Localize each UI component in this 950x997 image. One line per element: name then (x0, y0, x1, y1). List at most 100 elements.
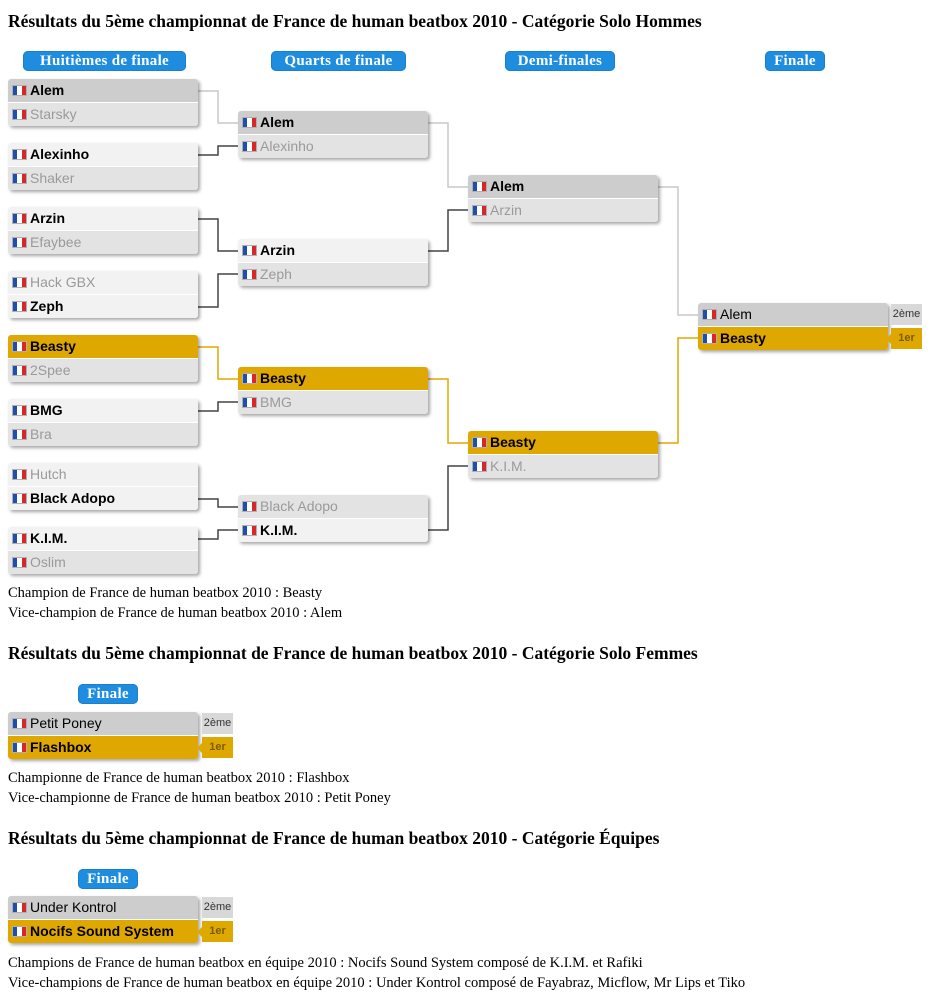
player-slot[interactable]: Alem (8, 79, 198, 103)
connector-r16-2 (198, 145, 238, 156)
france-flag-icon (12, 85, 27, 96)
player-slot[interactable]: Zeph (238, 263, 428, 286)
round-label-sf: Demi-finales (505, 51, 615, 71)
france-flag-icon (242, 501, 257, 512)
match-final-men: Alem Beasty (698, 303, 888, 350)
match-r16-4: Hack GBX Zeph (8, 271, 198, 318)
player-slot[interactable]: Alexinho (238, 135, 428, 158)
teams-vice-champion-text: Vice-champions de France de human beatbo… (8, 975, 746, 991)
player-name: K.I.M. (260, 522, 298, 538)
player-slot[interactable]: Alexinho (8, 143, 198, 167)
player-slot[interactable]: K.I.M. (8, 527, 198, 551)
match-r16-1: Alem Starsky (8, 79, 198, 126)
player-slot[interactable]: Black Adopo (238, 495, 428, 519)
round-label-r16: Huitièmes de finale (23, 51, 186, 71)
match-qf-4: Black Adopo K.I.M. (238, 495, 428, 542)
player-slot[interactable]: Hack GBX (8, 271, 198, 295)
player-name: K.I.M. (490, 458, 527, 474)
player-name: Zeph (260, 266, 292, 282)
france-flag-icon (12, 109, 27, 120)
round-label-women-final: Finale (78, 684, 138, 704)
connector-qf-2 (428, 209, 468, 252)
connector-qf-1 (428, 122, 468, 188)
player-name: Starsky (30, 106, 77, 122)
player-name: Alem (260, 114, 295, 130)
connector-qf-3 (428, 378, 468, 444)
france-flag-icon (12, 405, 27, 416)
connector-sf-2 (658, 337, 698, 444)
france-flag-icon (472, 437, 487, 448)
player-slot[interactable]: Alem (468, 175, 658, 199)
player-name: Alem (720, 306, 752, 322)
second-place-badge: 2ème (891, 304, 922, 325)
player-name: Alem (490, 178, 525, 194)
player-name: Black Adopo (260, 498, 338, 514)
player-name: BMG (30, 402, 63, 418)
player-slot[interactable]: Hutch (8, 463, 198, 487)
player-slot[interactable]: Beasty (8, 335, 198, 359)
player-name: Petit Poney (30, 715, 102, 731)
men-champion-text: Champion de France de human beatbox 2010… (8, 585, 323, 601)
connector-r16-4 (198, 273, 238, 308)
player-name: Arzin (490, 202, 522, 218)
player-name: Alexinho (260, 138, 314, 154)
player-slot[interactable]: Beasty (468, 431, 658, 455)
player-slot[interactable]: Black Adopo (8, 487, 198, 510)
second-place-badge: 2ème (202, 897, 233, 918)
france-flag-icon (242, 245, 257, 256)
team-slot[interactable]: Under Kontrol (8, 896, 198, 920)
player-slot[interactable]: Beasty (698, 327, 888, 350)
player-slot[interactable]: BMG (8, 399, 198, 423)
player-name: Oslim (30, 554, 66, 570)
player-slot[interactable]: Petit Poney (8, 712, 198, 736)
connector-r16-1 (198, 90, 238, 124)
player-slot[interactable]: Arzin (238, 239, 428, 263)
france-flag-icon (12, 341, 27, 352)
player-slot[interactable]: BMG (238, 391, 428, 414)
player-slot[interactable]: Shaker (8, 167, 198, 190)
match-r16-6: BMG Bra (8, 399, 198, 446)
connector-r16-3 (198, 218, 238, 252)
player-name: Beasty (30, 338, 76, 354)
france-flag-icon (12, 173, 27, 184)
player-slot[interactable]: Arzin (468, 199, 658, 222)
second-place-badge: 2ème (202, 713, 233, 734)
first-place-badge: 1er (197, 921, 233, 942)
france-flag-icon (472, 205, 487, 216)
player-slot[interactable]: Bra (8, 423, 198, 446)
player-slot[interactable]: Oslim (8, 551, 198, 574)
player-slot[interactable]: 2Spee (8, 359, 198, 382)
france-flag-icon (12, 469, 27, 480)
match-qf-2: Arzin Zeph (238, 239, 428, 286)
france-flag-icon (242, 141, 257, 152)
round-label-teams-final: Finale (78, 869, 138, 889)
player-slot[interactable]: K.I.M. (238, 519, 428, 542)
france-flag-icon (702, 333, 717, 344)
france-flag-icon (12, 493, 27, 504)
player-slot[interactable]: Starsky (8, 103, 198, 126)
men-vice-champion-text: Vice-champion de France de human beatbox… (8, 605, 343, 621)
women-section-title: Résultats du 5ème championnat de France … (8, 643, 698, 663)
match-sf-1: Alem Arzin (468, 175, 658, 222)
connector-r16-8 (198, 529, 238, 540)
player-slot[interactable]: Beasty (238, 367, 428, 391)
player-name: Shaker (30, 170, 75, 186)
player-slot[interactable]: Arzin (8, 207, 198, 231)
match-r16-5: Beasty 2Spee (8, 335, 198, 382)
team-slot[interactable]: Nocifs Sound System (8, 920, 198, 943)
player-slot[interactable]: Zeph (8, 295, 198, 318)
player-slot[interactable]: Alem (698, 303, 888, 327)
first-place-badge: 1er (886, 328, 922, 349)
player-slot[interactable]: K.I.M. (468, 455, 658, 478)
match-r16-2: Alexinho Shaker (8, 143, 198, 190)
player-slot[interactable]: Alem (238, 111, 428, 135)
first-place-badge: 1er (197, 737, 233, 758)
match-qf-1: Alem Alexinho (238, 111, 428, 158)
player-slot[interactable]: Efaybee (8, 231, 198, 254)
france-flag-icon (242, 373, 257, 384)
player-name: K.I.M. (30, 530, 68, 546)
player-slot[interactable]: Flashbox (8, 736, 198, 759)
match-r16-3: Arzin Efaybee (8, 207, 198, 254)
france-flag-icon (242, 117, 257, 128)
france-flag-icon (242, 397, 257, 408)
